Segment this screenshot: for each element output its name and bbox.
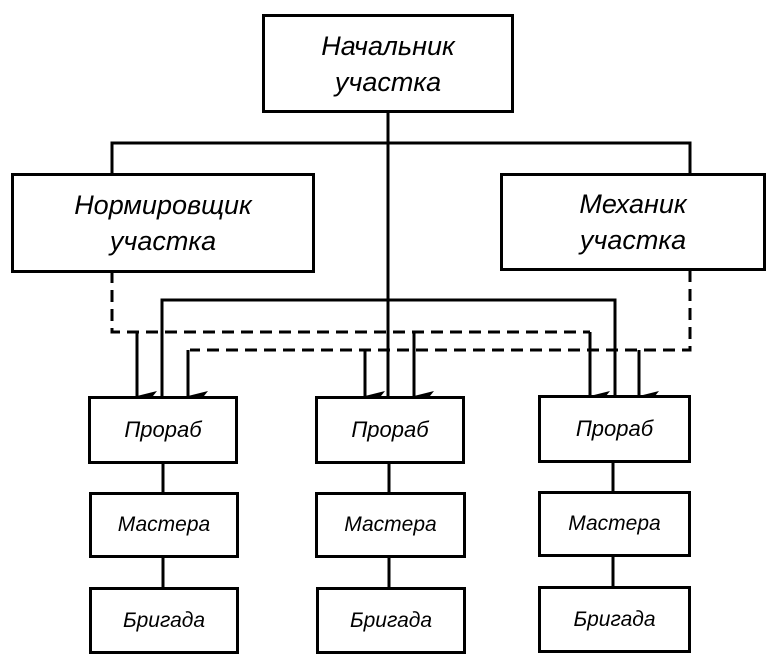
node-brigade-2-label: Бригада [349,608,433,632]
node-mechanic-line1: Механик [579,189,687,219]
node-foreman-2-label: Прораб [351,417,429,442]
node-head-line2: участка [334,66,442,97]
node-foreman-3-label: Прораб [575,416,654,441]
node-masters-2-label: Мастера [344,513,437,536]
node-foreman-1: Прораб [88,396,238,464]
node-masters-2: Мастера [315,492,466,558]
node-masters-1-label: Мастера [117,513,211,536]
node-masters-3: Мастера [538,491,691,557]
node-head-of-site: Начальник участка [262,14,514,113]
node-foreman-3: Прораб [538,395,691,463]
mechanic-dashed-line [190,270,692,352]
node-head-line1: Начальник [321,30,455,61]
node-masters-1: Мастера [89,492,239,558]
node-foreman-2: Прораб [315,396,465,464]
node-brigade-3-label: Бригада [573,607,656,631]
node-rate-setter: Нормировщик участка [11,173,315,273]
node-brigade-2: Бригада [316,587,466,654]
node-normer-line2: участка [109,226,217,256]
node-normer-line1: Нормировщик [74,190,252,220]
node-mechanic-line2: участка [579,225,687,255]
head-to-staff-line [110,141,692,174]
node-foreman-1-label: Прораб [124,417,202,442]
node-brigade-3: Бригада [538,586,691,653]
node-brigade-1: Бригада [89,587,239,654]
node-masters-3-label: Мастера [568,512,661,535]
normer-dashed-line [110,271,590,334]
node-mechanic: Механик участка [500,173,766,271]
node-brigade-1-label: Бригада [122,608,206,632]
